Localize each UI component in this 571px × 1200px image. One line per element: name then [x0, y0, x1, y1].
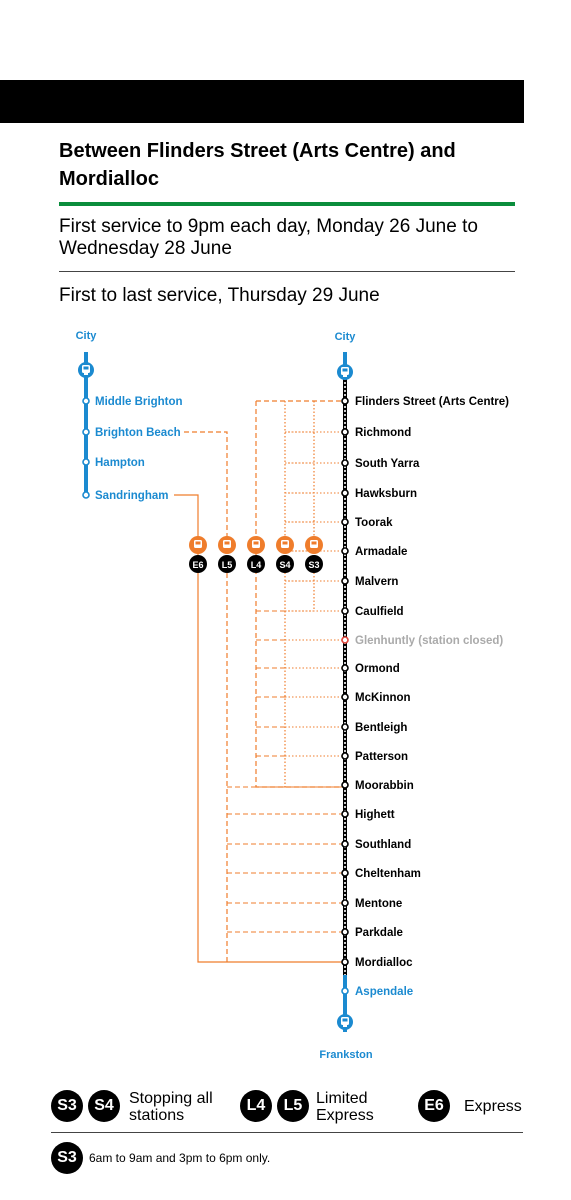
route-badge-s4: S4 [276, 536, 294, 573]
main-station-dot [341, 397, 349, 405]
main-station-label: Ormond [355, 663, 400, 675]
main-top-train-icon [337, 364, 353, 380]
route-badge-s3: S3 [305, 536, 323, 573]
main-station-label: Bentleigh [355, 722, 407, 734]
main-station-dot [341, 752, 349, 760]
main-station-dot [341, 693, 349, 701]
main-station-dot [341, 636, 349, 644]
route-badge-l5: L5 [218, 536, 236, 573]
main-station-dot [341, 928, 349, 936]
left-train-icon [78, 362, 94, 378]
green-divider [59, 202, 515, 206]
legend-stopping-label: Stopping all stations [129, 1090, 213, 1124]
left-station-dot [82, 397, 90, 405]
main-station-label: Highett [355, 809, 395, 821]
main-station-label: Southland [355, 839, 411, 851]
main-station-dot [341, 489, 349, 497]
main-station-label: McKinnon [355, 692, 411, 704]
left-station-label: Sandringham [95, 490, 168, 502]
legend-express-label: Express [464, 1098, 522, 1115]
main-station-label: Moorabbin [355, 780, 414, 792]
main-station-label: Aspendale [355, 986, 413, 998]
left-terminus-label: City [76, 330, 98, 342]
main-station-label: Richmond [355, 427, 411, 439]
route-badge-label: S3 [308, 560, 319, 570]
main-station-dot [341, 723, 349, 731]
main-station-dot [341, 840, 349, 848]
main-station-label: Parkdale [355, 927, 403, 939]
top-black-banner [0, 80, 524, 123]
main-station-dot [341, 781, 349, 789]
main-station-label: Armadale [355, 546, 407, 558]
left-station-dot [82, 458, 90, 466]
main-station-dot [341, 518, 349, 526]
main-station-label: Flinders Street (Arts Centre) [355, 396, 509, 408]
divider [59, 271, 515, 272]
main-station-dot [341, 987, 349, 995]
main-station-dot [341, 459, 349, 467]
badge-s3: S3 [51, 1090, 83, 1122]
main-station-label: Toorak [355, 517, 393, 529]
route-badge-label: L4 [251, 560, 262, 570]
main-bottom-train-icon [337, 1014, 353, 1030]
main-station-label: South Yarra [355, 458, 420, 470]
page-title: Between Flinders Street (Arts Centre) an… [59, 140, 456, 190]
main-station-dot [341, 810, 349, 818]
main-station-dot [341, 869, 349, 877]
main-station-label: Caulfield [355, 606, 404, 618]
badge-e6: E6 [418, 1090, 450, 1122]
route-badge-label: S4 [279, 560, 290, 570]
left-station-dot [82, 491, 90, 499]
main-station-dot [341, 958, 349, 966]
badge-l5: L5 [277, 1090, 309, 1122]
replacement-routes [174, 400, 345, 963]
route-l5-path [184, 431, 228, 962]
main-terminus-bottom-label: Frankston [319, 1049, 372, 1061]
main-station-label: Cheltenham [355, 868, 421, 880]
left-station-label: Middle Brighton [95, 396, 183, 408]
service-period-2: First to last service, Thursday 29 June [59, 285, 380, 306]
route-badge-l4: L4 [247, 536, 265, 573]
left-station-label: Hampton [95, 457, 145, 469]
main-station-label: Glenhuntly (station closed) [355, 635, 503, 647]
main-station-dot [341, 664, 349, 672]
route-e6-path [174, 494, 345, 963]
route-badge-e6: E6 [189, 536, 207, 573]
main-station-label: Mentone [355, 898, 402, 910]
main-station-dot [341, 899, 349, 907]
main-station-label: Patterson [355, 751, 408, 763]
legend-divider [51, 1132, 523, 1133]
badge-s3-note: S3 [51, 1142, 83, 1174]
main-station-label: Mordialloc [355, 957, 413, 969]
badge-s4: S4 [88, 1090, 120, 1122]
main-station-dot [341, 428, 349, 436]
main-station-dot [341, 547, 349, 555]
route-badge-label: L5 [222, 560, 233, 570]
badge-l4: L4 [240, 1090, 272, 1122]
route-l4-path [255, 401, 345, 788]
legend-limited-label: Limited Express [316, 1090, 374, 1124]
route-badge-label: E6 [192, 560, 203, 570]
main-station-dot [341, 577, 349, 585]
s3-note: 6am to 9am and 3pm to 6pm only. [89, 1151, 271, 1165]
main-terminus-top-label: City [335, 331, 357, 343]
main-station-label: Hawksburn [355, 488, 417, 500]
main-station-label: Malvern [355, 576, 398, 588]
left-station-label: Brighton Beach [95, 427, 181, 439]
left-station-dot [82, 428, 90, 436]
main-station-dot [341, 607, 349, 615]
service-period-1: First service to 9pm each day, Monday 26… [59, 216, 478, 259]
